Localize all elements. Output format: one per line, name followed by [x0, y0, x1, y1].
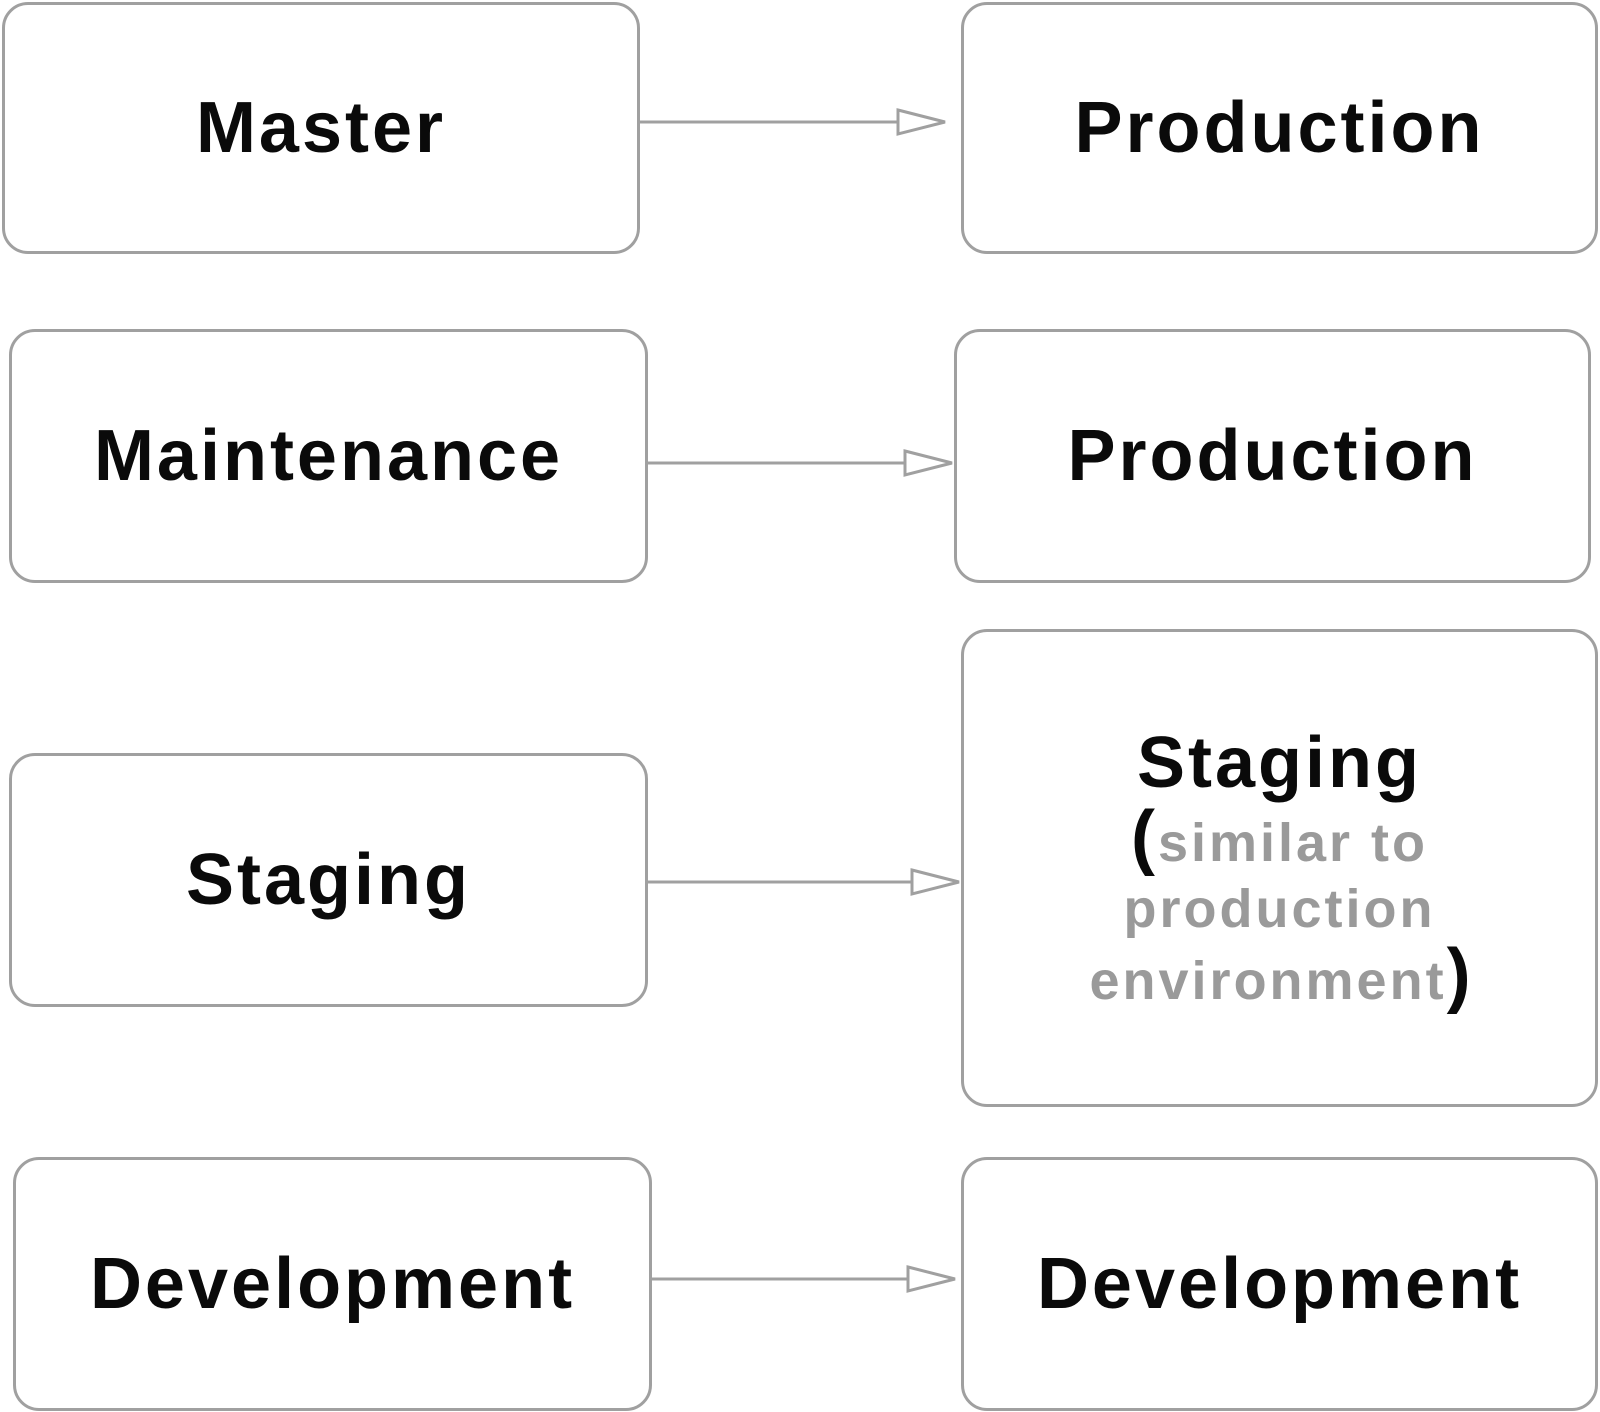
target-label: Development: [1036, 1244, 1523, 1324]
target-label: Staging: [1137, 723, 1422, 803]
target-box-production: Production: [961, 2, 1598, 254]
arrow-development-to-development: [652, 1265, 956, 1293]
source-box-staging: Staging: [9, 753, 648, 1007]
source-box-maintenance: Maintenance: [9, 329, 648, 583]
source-label: Maintenance: [93, 416, 564, 496]
source-label: Staging: [186, 840, 471, 920]
target-label: Production: [1074, 88, 1485, 168]
source-label: Development: [89, 1244, 576, 1324]
note-open-paren: (: [1130, 797, 1158, 877]
target-note: (similar to production environment): [1089, 801, 1471, 1014]
note-text: similar to production environment: [1089, 813, 1447, 1011]
source-box-development: Development: [13, 1157, 652, 1411]
source-label: Master: [195, 88, 447, 168]
target-box-production: Production: [954, 329, 1591, 583]
target-box-staging: Staging (similar to production environme…: [961, 629, 1598, 1107]
note-close-paren: ): [1446, 935, 1474, 1015]
source-box-master: Master: [2, 2, 640, 254]
target-label: Production: [1067, 416, 1478, 496]
arrow-maintenance-to-production: [648, 449, 953, 477]
arrow-master-to-production: [640, 108, 946, 136]
target-box-development: Development: [961, 1157, 1598, 1411]
arrow-staging-to-staging: [648, 868, 960, 896]
